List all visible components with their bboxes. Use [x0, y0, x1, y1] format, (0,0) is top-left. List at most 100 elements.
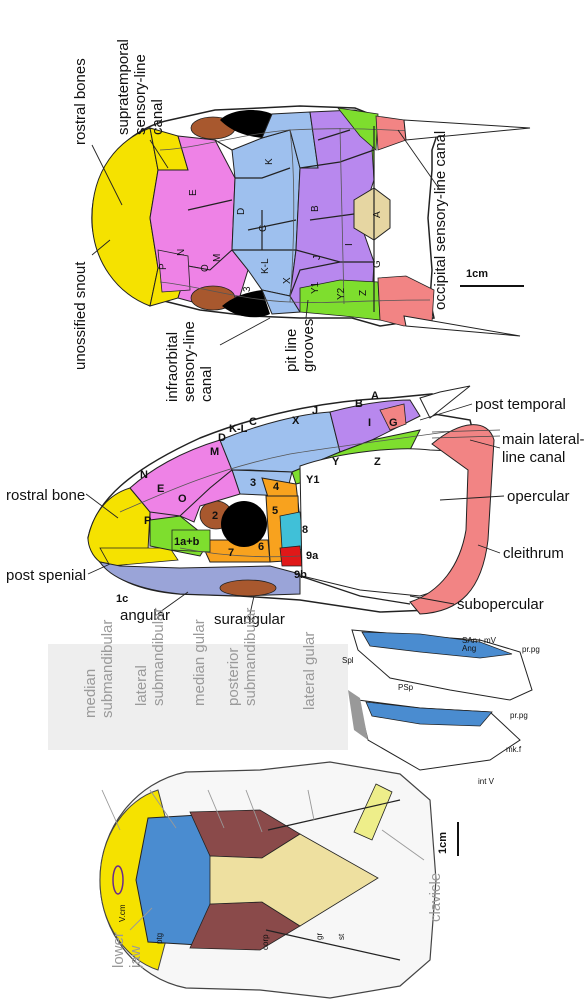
label-mk-f: mk.f: [506, 745, 522, 754]
label-opercular: opercular: [507, 488, 570, 505]
label-lateral-submandibular-2: submandibular: [150, 608, 167, 706]
upper-spine: [403, 119, 531, 141]
mid-bone-B: B: [355, 398, 363, 410]
label-infraorbital-1: infraorbital: [164, 332, 181, 402]
label-gr: gr: [315, 933, 324, 940]
top-bone-Y2: Y2: [336, 287, 347, 300]
label-spl: Spl: [342, 656, 354, 665]
label-vcm: V.cm: [118, 904, 127, 922]
mid-bone-Z: Z: [374, 456, 381, 468]
top-bone-K: K: [264, 158, 275, 165]
label-lateral-submandibular-1: lateral: [133, 665, 150, 706]
mid-bone-G: G: [389, 417, 398, 429]
top-bone-G: G: [372, 260, 383, 268]
cleithrum: [409, 424, 495, 615]
lower-spine: [403, 315, 521, 337]
mid-bone-J: J: [312, 405, 318, 417]
label-pit-line-2: grooves: [300, 319, 317, 372]
mid-bone-Y: Y: [332, 456, 340, 468]
lateral-bone-1ab-2: [171, 529, 211, 553]
top-bone-Z: Z: [358, 290, 369, 296]
mid-bone-5: 5: [272, 505, 278, 517]
top-bone-I: I: [344, 243, 355, 246]
lateral-spine: [419, 385, 471, 419]
label-st: st: [337, 933, 346, 940]
mid-bone-M: M: [210, 446, 219, 458]
lateral-bone-O: [179, 469, 241, 523]
lower-jaw-detail: [48, 629, 533, 771]
dorsal-skull-view: [91, 105, 531, 337]
label-ptg: ptg: [155, 933, 164, 944]
clavicle-shape: [353, 783, 393, 841]
mid-bone-N: N: [140, 469, 148, 481]
label-rostral-bones: rostral bones: [72, 58, 89, 145]
label-corp: corp: [261, 934, 270, 950]
mid-bone-KL: K-L: [229, 423, 248, 435]
top-bone-J: J: [312, 255, 323, 260]
label-supratemporal-1: supratemporal: [115, 39, 132, 135]
top-bone-D: D: [236, 208, 247, 215]
right-orbit: [222, 290, 270, 318]
label-ang: Ang: [462, 644, 476, 653]
mid-bone-7: 7: [228, 547, 234, 559]
gray-background-block: [48, 644, 348, 750]
label-supratemporal-3: canal: [149, 99, 166, 135]
top-bone-3: 3: [242, 286, 253, 292]
label-infraorbital-3: canal: [198, 366, 215, 402]
top-bone-C: C: [258, 225, 269, 232]
top-bone-A: A: [372, 211, 383, 218]
unossified-snout-region: [91, 127, 159, 307]
label-post-temporal: post temporal: [475, 396, 566, 413]
jaw-gray-shadow: [348, 690, 368, 740]
mid-bone-O: O: [178, 493, 187, 505]
lateral-surangular: [219, 579, 277, 597]
jaw-upper-teeth: [361, 631, 513, 659]
lateral-skull-view: [87, 385, 501, 615]
label-cleithrum: cleithrum: [503, 545, 564, 562]
top-bone-E: E: [188, 189, 199, 196]
label-bottom-scale: 1cm: [437, 832, 449, 854]
top-bone-P: P: [158, 263, 169, 270]
label-subopercular: subopercular: [457, 596, 544, 613]
label-post-spenial: post spenial: [6, 567, 86, 584]
label-san-mv: SAn+ mV: [462, 636, 497, 645]
top-bone-N: N: [176, 249, 187, 256]
lateral-bone-G: [379, 403, 407, 431]
top-bone-B: B: [310, 205, 321, 212]
lateral-gular-cream: [209, 833, 379, 927]
label-median-submandibular-1: median: [82, 669, 99, 718]
mid-bone-3: 3: [250, 477, 256, 489]
top-bone-M: M: [212, 254, 223, 262]
label-median-gular: median gular: [191, 619, 208, 706]
mid-bone-9a: 9a: [306, 550, 319, 562]
jaw-lower-teeth: [365, 701, 493, 727]
mid-bone-E: E: [157, 483, 164, 495]
label-main-lateral-2: line canal: [502, 449, 565, 466]
mid-bone-1c: 1c: [116, 593, 128, 605]
top-bone-KL: K-L: [260, 258, 271, 274]
label-median-submandibular-2: submandibular: [99, 620, 116, 718]
ventral-vcm: [112, 865, 124, 895]
left-orbit: [220, 110, 272, 138]
mid-bone-I: I: [368, 417, 371, 429]
label-psp: PSp: [398, 683, 414, 692]
lateral-orbit: [221, 501, 267, 547]
mid-bone-4: 4: [273, 481, 280, 493]
top-bone-X: X: [282, 277, 293, 284]
post-spenial-yellow: [99, 547, 179, 567]
mid-bone-Y1: Y1: [306, 474, 319, 486]
mid-bone-X: X: [292, 415, 300, 427]
ventral-skull-view: [99, 761, 437, 999]
mid-bone-A: A: [371, 390, 379, 402]
mid-bone-1ab: 1a+b: [174, 536, 200, 548]
label-clavicle: clavicle: [427, 873, 444, 922]
label-angular: angular: [120, 607, 170, 624]
mid-bone-9b: 9b: [294, 569, 307, 581]
label-rostral-bone: rostral bone: [6, 487, 85, 504]
label-int-v: int V: [478, 777, 495, 786]
label-lower-jaw-2: jaw: [127, 945, 144, 969]
label-posterior-submandibular-1: posterior: [225, 648, 242, 706]
mid-bone-6: 6: [258, 541, 264, 553]
mid-bone-8: 8: [302, 524, 308, 536]
mid-bone-D: D: [218, 432, 226, 444]
